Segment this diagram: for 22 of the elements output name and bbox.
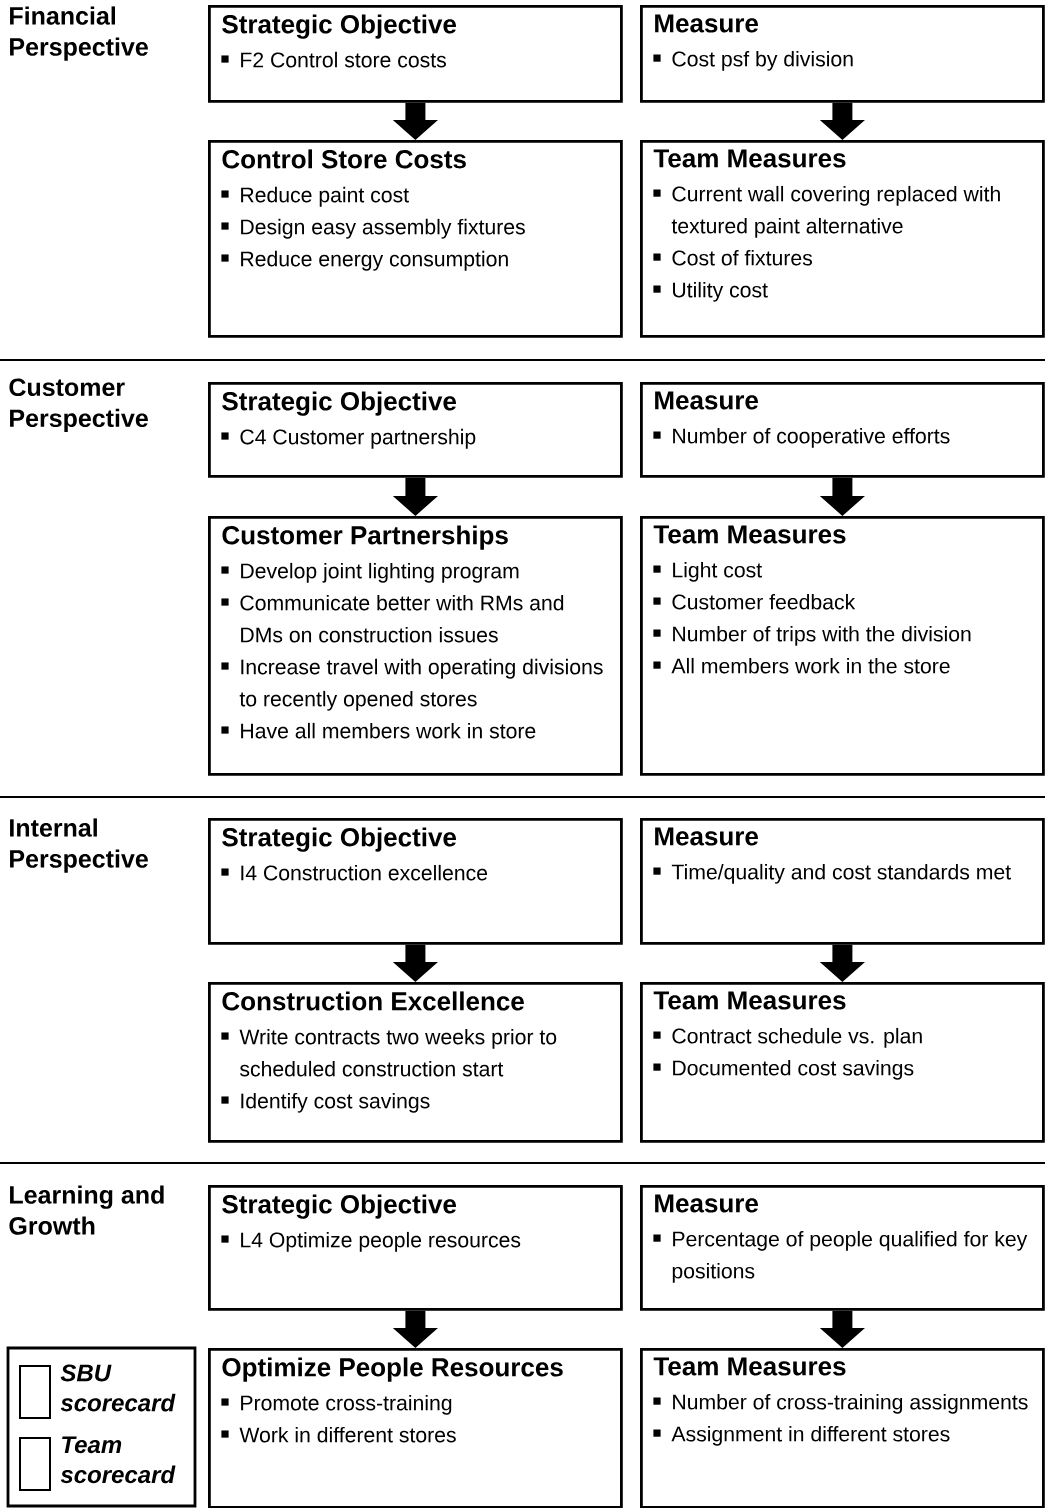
- legend-text: Team scorecard: [60, 1436, 176, 1484]
- text-box: Strategic Objective L4 Optimize people resources: [208, 1185, 623, 1311]
- text-box: Team Measures Current wall covering replaced with textured paint alternative Cost of fixtures Utility cost: [640, 140, 1045, 338]
- section-heading: Customer Perspective: [9, 378, 148, 433]
- text-box: Optimize People Resources Promote cross-training Work in different stores: [208, 1348, 623, 1508]
- text-box: Measure Cost psf by division: [640, 5, 1045, 103]
- text-box: Control Store Costs Reduce paint cost Design easy assembly fixtures Reduce energy consumption: [208, 140, 623, 338]
- section-heading: Financial Perspective: [10, 6, 148, 61]
- text-box: Customer Partnerships Develop joint lighting program Communicate better with RMs and DMs on construction issues Increase travel with operating divisions to recently opened stores Have all members work in store: [208, 516, 623, 776]
- section-heading: Internal Perspective: [10, 818, 148, 873]
- text-box: Strategic Objective C4 Customer partnership: [208, 382, 623, 478]
- legend-text: SBU scorecard: [60, 1364, 176, 1412]
- text-box: Measure Number of cooperative efforts: [640, 382, 1045, 478]
- text-box: Team Measures Number of cross-training assignments Assignment in different stores: [640, 1348, 1045, 1508]
- text-box: Strategic Objective F2 Control store costs: [208, 5, 623, 103]
- text-box: Construction Excellence Write contracts two weeks prior to scheduled construction start Identify cost savings: [208, 982, 623, 1143]
- text-box: Strategic Objective I4 Construction excellence: [208, 818, 623, 945]
- text-box: Team Measures Light cost Customer feedback Number of trips with the division All members work in the store: [640, 516, 1045, 776]
- text-box: Team Measures Contract schedule vs. plan Documented cost savings: [640, 982, 1045, 1143]
- text-box: Measure Percentage of people qualified for key positions: [640, 1185, 1045, 1311]
- section-heading: Learning and Growth: [9, 1185, 164, 1235]
- text-box: Measure Time/quality and cost standards met: [640, 818, 1045, 945]
